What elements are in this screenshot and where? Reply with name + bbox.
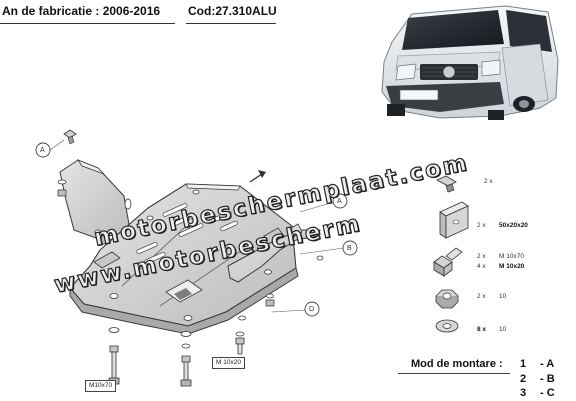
callout-circles [35, 142, 358, 317]
production-years: An de fabricatie : 2006-2016 [2, 4, 161, 18]
mounting-row-letter: - B [540, 373, 555, 385]
bracket-hardware [57, 129, 324, 321]
part-spacer-qty: 2 x [477, 222, 486, 229]
mounting-row-number: 2 [520, 373, 527, 385]
van-illustration [381, 5, 559, 120]
mounting-title-underline [398, 373, 510, 374]
part-nut-spec: 10 [499, 293, 507, 300]
mounting-row-letter: - C [540, 387, 555, 399]
mounting-title: Mod de montare : [411, 358, 503, 370]
part-clip-qty: 2 x [484, 178, 493, 185]
parts-list-drawings [433, 175, 469, 333]
right-rail [93, 223, 321, 283]
bolt-label-long: M10x70 [85, 380, 117, 392]
bolt-label-short: M 10x20 [212, 357, 245, 369]
bottom-bolts [108, 327, 245, 387]
callout-letter-d: D [309, 306, 315, 313]
part-nut-qty: 2 x [477, 293, 486, 300]
part-bolt-long-spec: M 10x70 [499, 253, 524, 260]
header-underline-code [186, 23, 276, 24]
callout-letter-b: B [347, 245, 352, 252]
part-washer-qty: 8 x [477, 326, 487, 333]
part-washer-spec: 10 [499, 326, 507, 333]
mounting-row-letter: - A [540, 358, 555, 370]
mounting-row-2: 2 - B [520, 373, 555, 385]
main-skid-plate [69, 183, 299, 335]
leader-lines [49, 139, 345, 313]
callout-letter-a-left: A [40, 147, 45, 154]
mounting-row-1: 1 - A [520, 358, 554, 370]
mounting-row-number: 1 [520, 358, 527, 370]
mounting-row-3: 3 - C [520, 387, 555, 399]
part-bolt-short-spec: M 10x20 [499, 263, 525, 270]
callout-letter-a-right: A [337, 198, 342, 205]
part-spacer-spec: 50x20x20 [499, 222, 528, 229]
header-underline-years [0, 23, 175, 24]
part-bolt-short-qty: 4 x [477, 263, 486, 270]
mounting-row-number: 3 [520, 387, 527, 399]
part-bolt-long-qty: 2 x [477, 253, 486, 260]
direction-arrow [249, 170, 266, 183]
product-code: Cod:27.310ALU [188, 4, 277, 18]
